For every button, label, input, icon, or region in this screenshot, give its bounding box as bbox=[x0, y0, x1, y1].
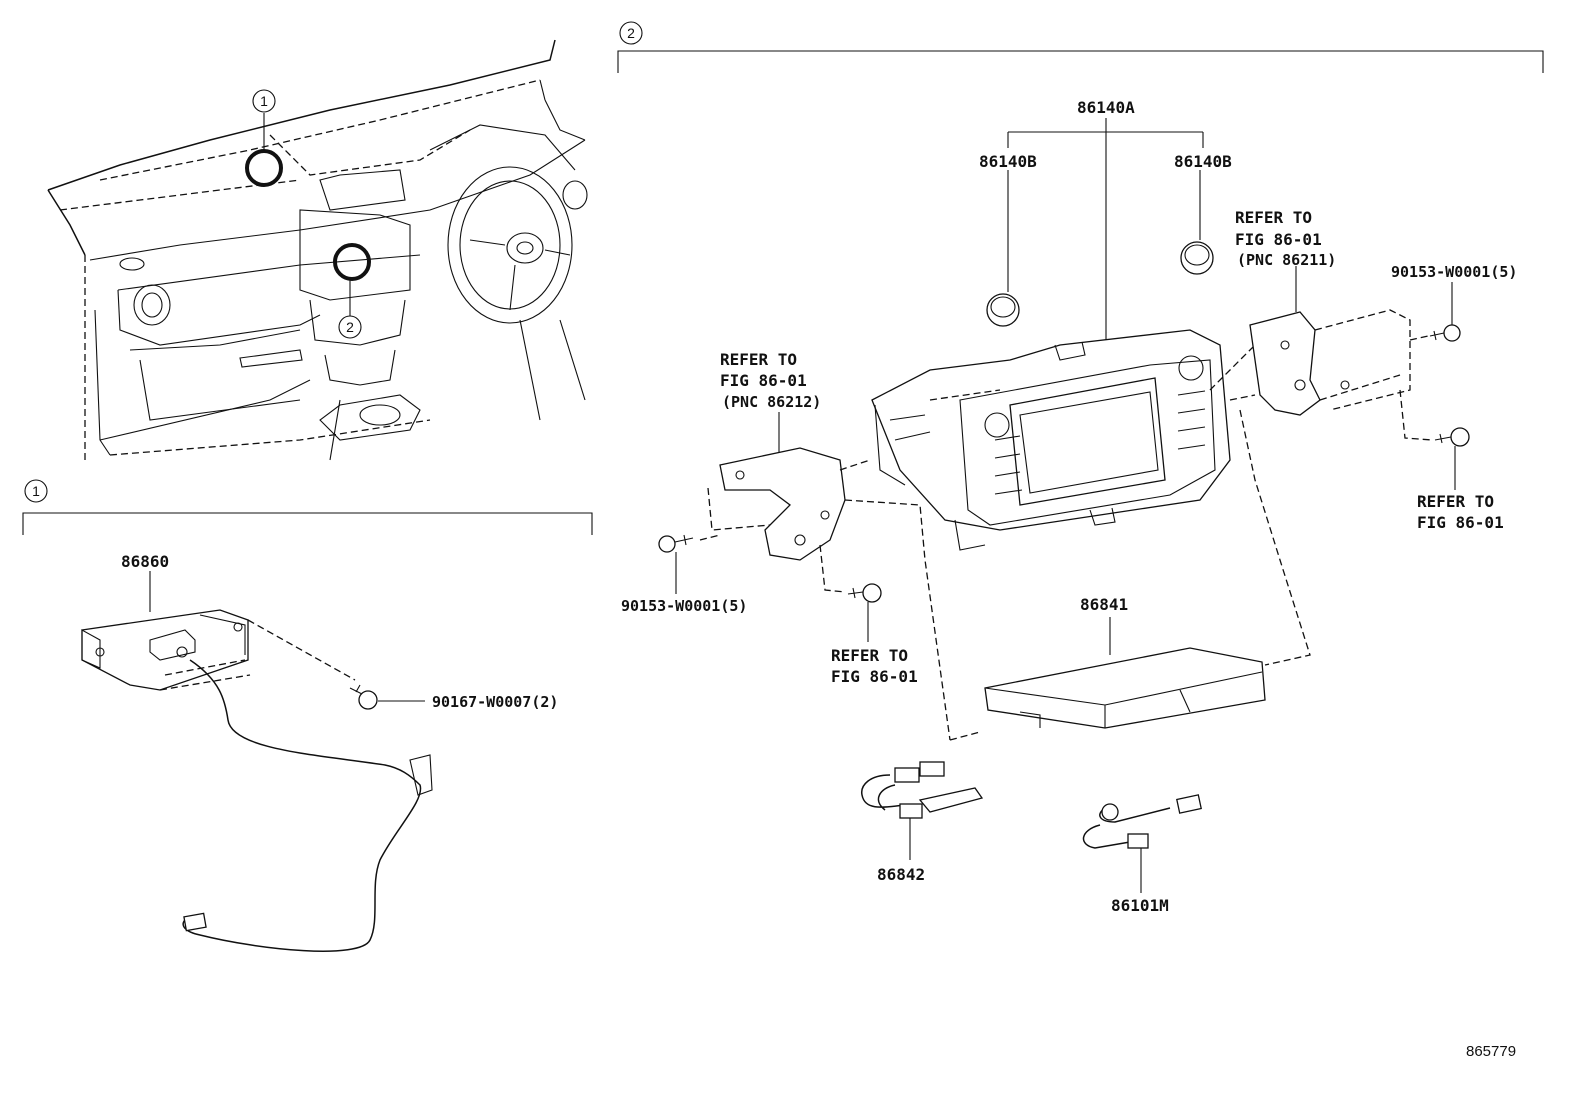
label-86140B-right: 86140B bbox=[1174, 152, 1232, 171]
section-1-bracket bbox=[22, 479, 593, 535]
label-refer-left-3: (PNC 86212) bbox=[722, 393, 821, 411]
label-86140B-left: 86140B bbox=[979, 152, 1037, 171]
label-86841: 86841 bbox=[1080, 595, 1128, 614]
label-refer-left-2: FIG 86-01 bbox=[720, 371, 807, 390]
knob-86140B-left bbox=[986, 293, 1020, 327]
part-86860-illustration bbox=[81, 609, 433, 952]
bracket-right bbox=[1229, 309, 1411, 416]
label-refer-right-3: (PNC 86211) bbox=[1237, 251, 1336, 269]
label-86860: 86860 bbox=[121, 552, 169, 571]
bolt-refer-bottom bbox=[847, 583, 882, 642]
label-86842: 86842 bbox=[877, 865, 925, 884]
knob-86140B-right bbox=[1180, 241, 1214, 275]
label-refer-bottom-1: REFER TO bbox=[831, 646, 908, 665]
section-2-callout: 2 bbox=[627, 25, 635, 41]
bracket-left bbox=[699, 447, 951, 741]
label-90153-W0001-left: 90153-W0001(5) bbox=[621, 597, 747, 615]
illustration-number: 865779 bbox=[1466, 1043, 1516, 1060]
dashboard-overview-illustration bbox=[47, 39, 588, 461]
overview-callout-2: 2 bbox=[346, 319, 354, 335]
section-1-callout: 1 bbox=[32, 483, 40, 499]
bolt-refer-far-right bbox=[1399, 389, 1470, 490]
label-86101M: 86101M bbox=[1111, 896, 1169, 915]
leader-86140A bbox=[1007, 118, 1204, 340]
harness-86842 bbox=[861, 761, 984, 860]
label-refer-bottom-2: FIG 86-01 bbox=[831, 667, 918, 686]
label-refer-left-1: REFER TO bbox=[720, 350, 797, 369]
bolt-90153-right bbox=[1409, 282, 1461, 342]
bolt-90153-left bbox=[658, 534, 694, 594]
label-refer-far-right-2: FIG 86-01 bbox=[1417, 513, 1504, 532]
label-refer-right-2: FIG 86-01 bbox=[1235, 230, 1322, 249]
label-refer-right-1: REFER TO bbox=[1235, 208, 1312, 227]
label-refer-far-right-1: REFER TO bbox=[1417, 492, 1494, 511]
label-90153-W0001-right: 90153-W0001(5) bbox=[1391, 263, 1517, 281]
display-unit-86140A bbox=[871, 329, 1256, 551]
overview-callout-1: 1 bbox=[260, 93, 268, 109]
module-86841 bbox=[949, 409, 1311, 741]
section-2-bracket bbox=[617, 21, 1544, 73]
label-86140A: 86140A bbox=[1077, 98, 1135, 117]
harness-86101M bbox=[1082, 794, 1202, 893]
label-90167-W0007: 90167-W0007(2) bbox=[432, 693, 558, 711]
